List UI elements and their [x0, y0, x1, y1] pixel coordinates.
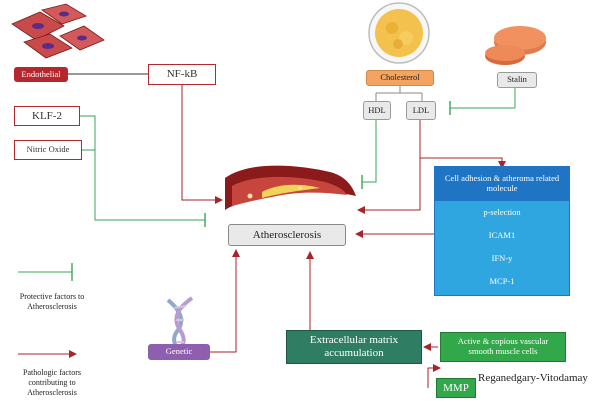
endothelial-node: Endothelial — [14, 67, 68, 82]
ldl-panel-arrow — [419, 120, 506, 169]
molecule-item-mcp-1: MCP-1 — [489, 276, 515, 286]
molecule-item-ifn-y: IFN-y — [491, 253, 513, 263]
legend-pathologic-label: Pathologic factors contributing to Ather… — [23, 368, 81, 397]
smooth-muscle-node: Active & copious vascular smooth muscle … — [440, 332, 566, 362]
molecules-panel: Cell adhesion & atheroma related molecul… — [434, 166, 570, 296]
stalin-node: Stalin — [497, 72, 537, 88]
molecule-item-p-selection: p-selection — [483, 207, 521, 217]
author-label: Reganedgary-Vitodamay — [478, 372, 588, 384]
ldl-node: LDL — [406, 101, 436, 120]
hdl-inhibit-line — [362, 120, 377, 183]
genetic-arrow — [210, 249, 240, 353]
molecules-panel-header: Cell adhesion & atheroma related molecul… — [435, 167, 569, 201]
mmp-arrow — [427, 364, 441, 388]
nfkb-node: NF-kB — [148, 64, 216, 85]
mmp-node: MMP — [436, 378, 476, 398]
hdl-node: HDL — [363, 101, 391, 120]
ecm-node: Extracellular matrix accumulation — [286, 330, 422, 364]
molecule-item-icam1: ICAM1 — [488, 230, 516, 240]
atherosclerosis-node: Atherosclerosis — [228, 224, 346, 246]
cholesterol-illustration — [368, 2, 430, 64]
nfkb-arrow — [181, 85, 223, 204]
klf2-inhibit-line — [80, 115, 205, 221]
legend-protective-label: Protective factors to Atherosclerosis — [19, 292, 85, 311]
endothelial-cells-illustration — [11, 3, 105, 59]
cholesterol-node: Cholesterol — [366, 70, 434, 86]
nitric-oxide-node: Nitric Oxide — [14, 140, 82, 160]
statin-tablets-illustration — [485, 26, 546, 65]
genetic-node: Genetic — [148, 344, 210, 360]
ldl-vessel-arrow — [357, 158, 421, 214]
artery-plaque-illustration — [225, 165, 356, 210]
klf2-node: KLF-2 — [14, 106, 80, 126]
